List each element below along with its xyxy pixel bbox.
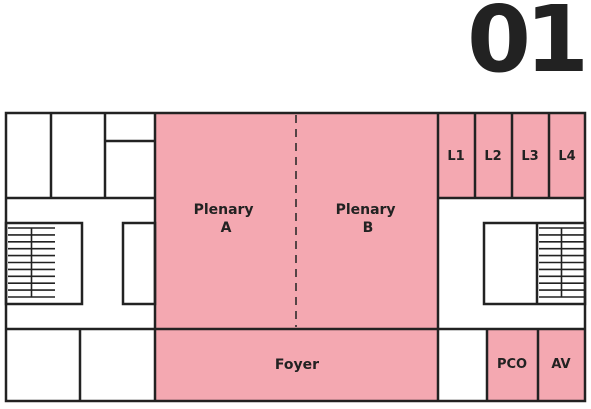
left-lift: [121, 221, 157, 306]
pco-label: PCO: [497, 357, 527, 372]
l4-label: L4: [558, 149, 575, 164]
plenary-b-label-line1: Plenary: [336, 202, 396, 218]
floor-number: 01: [466, 0, 589, 93]
foyer-room[interactable]: [155, 329, 438, 401]
plenary-b-label-line2: B: [363, 220, 374, 236]
foyer-label: Foyer: [275, 357, 319, 373]
l1-label: L1: [447, 149, 464, 164]
l3-room[interactable]: [512, 113, 549, 198]
pco-room[interactable]: [487, 329, 538, 401]
plenary-a-label-line1: Plenary: [194, 202, 254, 218]
plenary-a-label: Plenary A: [194, 202, 259, 236]
right-stairs: [539, 227, 584, 298]
l4-room[interactable]: [549, 113, 585, 198]
walls: [4, 111, 587, 403]
l2-label: L2: [484, 149, 501, 164]
highlighted-rooms: [155, 113, 585, 401]
left-stairs: [8, 227, 55, 298]
plenary-a-room[interactable]: [155, 113, 296, 329]
l3-label: L3: [521, 149, 538, 164]
av-label: AV: [551, 357, 570, 372]
right-stair-core: [482, 221, 587, 306]
av-room[interactable]: [538, 329, 585, 401]
plenary-b-room[interactable]: [296, 113, 438, 329]
left-stair-core: [4, 221, 84, 306]
plenary-b-label: Plenary B: [336, 202, 401, 236]
l2-room[interactable]: [475, 113, 512, 198]
l1-room[interactable]: [438, 113, 475, 198]
plenary-a-label-line2: A: [221, 220, 232, 236]
